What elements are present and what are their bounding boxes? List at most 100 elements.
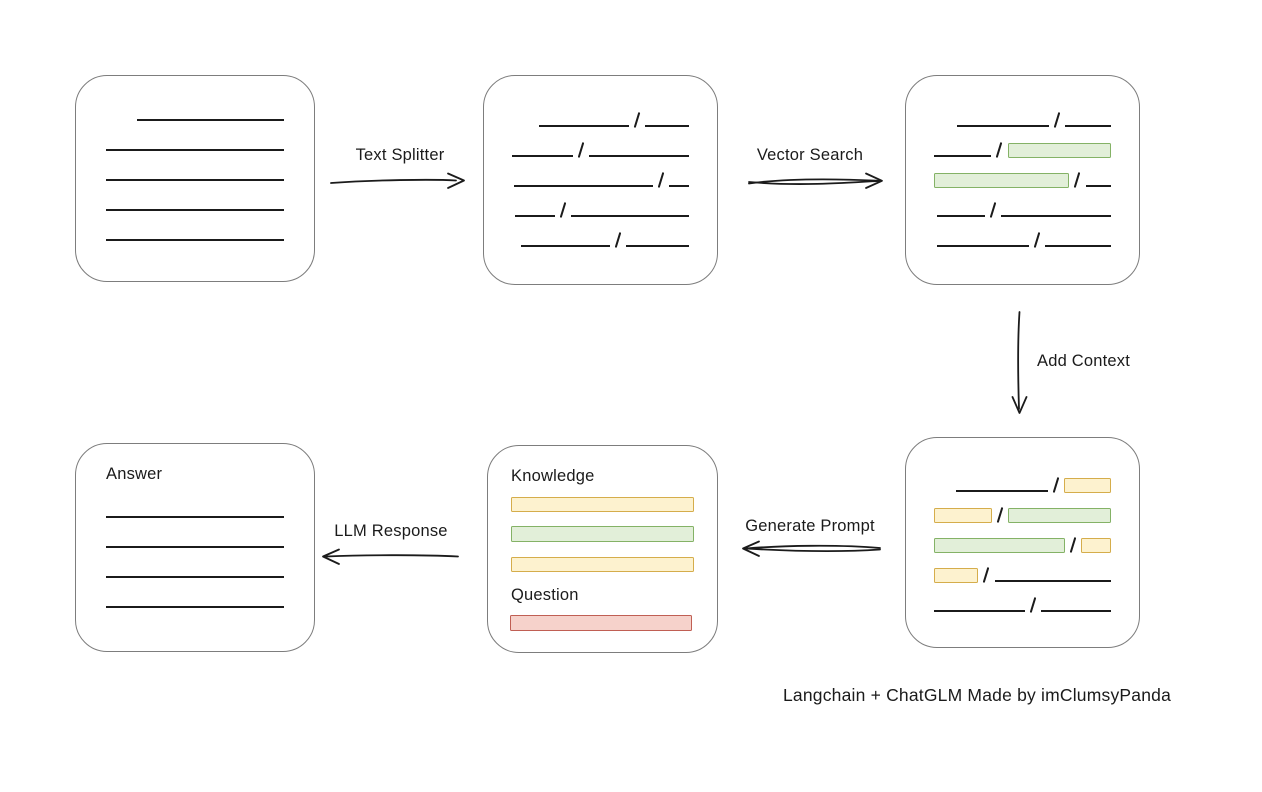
green-chunk bbox=[1007, 143, 1111, 158]
chunk-row bbox=[934, 523, 1111, 553]
slash-separator bbox=[1029, 597, 1037, 613]
document-text-lines bbox=[76, 76, 314, 242]
question-label: Question bbox=[511, 586, 579, 604]
text-line bbox=[514, 215, 555, 217]
context-added-box bbox=[905, 437, 1140, 648]
chunk-row bbox=[934, 98, 1111, 128]
vector-matched-rows bbox=[906, 76, 1139, 248]
text-line bbox=[513, 185, 653, 187]
text-row bbox=[106, 152, 284, 182]
text-line bbox=[626, 245, 689, 247]
text-line bbox=[106, 606, 284, 608]
chunk-row bbox=[934, 188, 1111, 218]
generate-prompt-label: Generate Prompt bbox=[745, 517, 875, 535]
source-document-box bbox=[75, 75, 315, 282]
text-line bbox=[1085, 185, 1111, 187]
text-line bbox=[538, 125, 629, 127]
text-line bbox=[669, 185, 689, 187]
yellow-knowledge-bar bbox=[511, 497, 694, 512]
text-line bbox=[106, 546, 284, 548]
answer-text-lines bbox=[76, 485, 314, 609]
text-row bbox=[106, 579, 284, 609]
chunk-row bbox=[512, 128, 689, 158]
vector-matched-box bbox=[905, 75, 1140, 285]
diagram-caption: Langchain + ChatGLM Made by imClumsyPand… bbox=[782, 685, 1172, 705]
text-line bbox=[106, 239, 284, 241]
text-line bbox=[1040, 610, 1111, 612]
chunk-row bbox=[512, 98, 689, 128]
slash-separator bbox=[1053, 112, 1061, 128]
text-splitter-arrow bbox=[330, 172, 465, 189]
slash-separator bbox=[633, 112, 641, 128]
add-context-label: Add Context bbox=[1037, 352, 1131, 370]
text-line bbox=[934, 155, 992, 157]
slash-separator bbox=[657, 172, 665, 188]
vector-search-arrow bbox=[748, 172, 883, 189]
text-row bbox=[106, 122, 284, 152]
yellow-chunk bbox=[1064, 478, 1111, 493]
split-chunk-rows bbox=[484, 76, 717, 248]
green-chunk bbox=[934, 538, 1065, 553]
chunk-row bbox=[512, 188, 689, 218]
answer-box: Answer bbox=[75, 443, 315, 652]
text-line bbox=[106, 209, 284, 211]
slash-separator bbox=[996, 507, 1004, 523]
text-line bbox=[936, 245, 1029, 247]
text-line bbox=[512, 155, 573, 157]
chunk-row bbox=[934, 553, 1111, 583]
text-line bbox=[956, 125, 1049, 127]
text-line bbox=[106, 179, 284, 181]
chunk-row bbox=[934, 493, 1111, 523]
text-row bbox=[106, 212, 284, 242]
chunk-row bbox=[512, 158, 689, 188]
slash-separator bbox=[1074, 172, 1081, 188]
green-chunk bbox=[934, 173, 1070, 188]
vector-search-label: Vector Search bbox=[756, 146, 864, 164]
llm-response-arrow bbox=[322, 548, 459, 565]
text-row bbox=[106, 182, 284, 212]
text-line bbox=[994, 580, 1111, 582]
text-line bbox=[1001, 215, 1111, 217]
text-line bbox=[137, 119, 284, 121]
context-added-rows bbox=[906, 438, 1139, 613]
chunk-row bbox=[934, 218, 1111, 248]
slash-separator bbox=[1069, 537, 1076, 553]
knowledge-label: Knowledge bbox=[511, 467, 595, 485]
generate-prompt-arrow bbox=[742, 540, 881, 557]
chunk-row bbox=[934, 583, 1111, 613]
slash-separator bbox=[1052, 477, 1060, 493]
slash-separator bbox=[989, 202, 997, 218]
text-line bbox=[936, 215, 985, 217]
slash-separator bbox=[996, 142, 1003, 158]
green-chunk bbox=[1007, 508, 1111, 523]
prompt-box: Knowledge Question bbox=[487, 445, 718, 653]
text-row bbox=[106, 92, 284, 122]
text-line bbox=[1045, 245, 1111, 247]
answer-label: Answer bbox=[106, 465, 163, 483]
text-line bbox=[645, 125, 689, 127]
yellow-chunk bbox=[934, 508, 992, 523]
yellow-chunk bbox=[934, 568, 979, 583]
text-row bbox=[106, 549, 284, 579]
llm-response-label: LLM Response bbox=[334, 522, 448, 540]
chunk-row bbox=[934, 128, 1111, 158]
text-line bbox=[520, 245, 610, 247]
text-row bbox=[106, 519, 284, 549]
split-chunks-box bbox=[483, 75, 718, 285]
text-line bbox=[106, 576, 284, 578]
text-line bbox=[106, 149, 284, 151]
text-line bbox=[955, 490, 1048, 492]
chunk-row bbox=[934, 463, 1111, 493]
text-row bbox=[106, 489, 284, 519]
chunk-row bbox=[934, 158, 1111, 188]
text-line bbox=[106, 516, 284, 518]
text-line bbox=[1065, 125, 1111, 127]
add-context-arrow bbox=[1011, 311, 1028, 414]
slash-separator bbox=[1033, 232, 1041, 248]
slash-separator bbox=[577, 142, 585, 158]
text-splitter-label: Text Splitter bbox=[355, 146, 445, 164]
text-line bbox=[934, 610, 1025, 612]
text-line bbox=[571, 215, 689, 217]
question-bar bbox=[510, 615, 692, 631]
